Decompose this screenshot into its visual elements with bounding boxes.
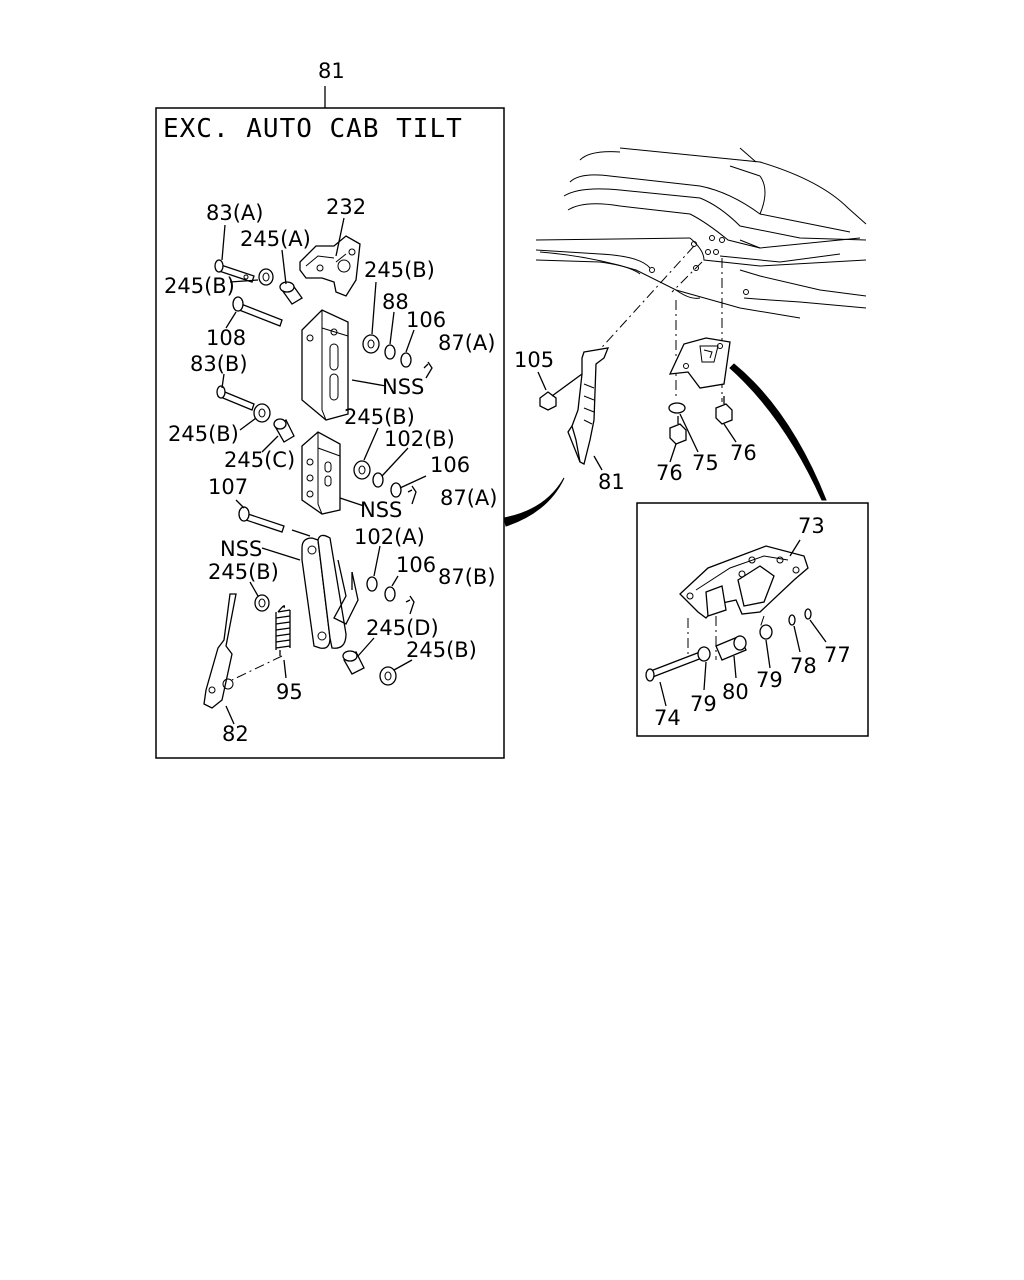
label-74: 74 <box>654 706 681 730</box>
part-79-bush-1 <box>697 646 711 662</box>
part-83a-pin <box>214 259 255 283</box>
part-79-bush-2 <box>759 624 773 640</box>
part-88-washer <box>384 344 396 360</box>
label-245b-5: 245(B) <box>208 560 279 584</box>
part-87a-cotter-1 <box>423 361 433 379</box>
label-81-top: 81 <box>318 59 345 83</box>
label-88: 88 <box>382 290 409 314</box>
label-245b-1: 245(B) <box>364 258 435 282</box>
part-245c-bush <box>273 418 295 443</box>
label-245b-4: 245(B) <box>168 422 239 446</box>
part-82-lever <box>203 593 237 709</box>
part-83b-pin <box>216 385 255 411</box>
label-245d: 245(D) <box>366 616 439 640</box>
label-78: 78 <box>790 654 817 678</box>
label-87a-1: 87(A) <box>438 331 495 355</box>
part-76-bolt-1 <box>669 416 687 445</box>
label-nss-2: NSS <box>360 498 402 522</box>
label-105: 105 <box>514 348 554 372</box>
part-87a-cotter-2 <box>407 485 417 505</box>
part-245b-bush-2 <box>362 334 380 354</box>
label-73: 73 <box>798 514 825 538</box>
part-108-pin <box>232 296 283 327</box>
label-107: 107 <box>208 475 248 499</box>
callout-curve-73 <box>729 363 827 501</box>
part-245d-bush <box>342 650 365 675</box>
label-232: 232 <box>326 195 366 219</box>
part-80-sleeve <box>715 635 747 661</box>
label-79-2: 79 <box>690 692 717 716</box>
label-87a-2: 87(A) <box>440 486 497 510</box>
label-77: 77 <box>824 643 851 667</box>
part-nss-lower-bracket <box>301 431 341 515</box>
label-83a: 83(A) <box>206 201 263 225</box>
label-75: 75 <box>692 451 719 475</box>
label-108: 108 <box>206 326 246 350</box>
part-nss-upper-bracket <box>301 309 349 421</box>
part-77-ring <box>804 608 812 620</box>
part-102a-washer <box>366 576 378 592</box>
part-245a-bush <box>279 281 303 305</box>
part-106-washer-2 <box>390 482 402 498</box>
part-78-washer <box>788 614 796 626</box>
part-76-bolt-2 <box>715 396 733 425</box>
part-106-washer-1 <box>400 352 412 368</box>
label-95: 95 <box>276 680 303 704</box>
detail-box-73 <box>636 502 869 737</box>
part-106-washer-3 <box>384 586 396 602</box>
label-81-side: 81 <box>598 470 625 494</box>
label-83b: 83(B) <box>190 352 248 376</box>
box-title: EXC. AUTO CAB TILT <box>163 114 463 144</box>
part-245b-bush-6 <box>379 666 397 686</box>
label-102b: 102(B) <box>384 427 455 451</box>
part-81-lever-rod <box>567 347 610 465</box>
label-76-1: 76 <box>656 461 683 485</box>
part-102b-washer <box>372 472 384 488</box>
label-106-2: 106 <box>430 453 470 477</box>
label-82: 82 <box>222 722 249 746</box>
label-106-1: 106 <box>406 308 446 332</box>
label-245b-2: 245(B) <box>164 274 235 298</box>
label-245a: 245(A) <box>240 227 311 251</box>
detail-box-exc-auto-cab-tilt <box>155 107 505 759</box>
part-95-spring <box>275 605 291 656</box>
label-79-1: 79 <box>756 668 783 692</box>
part-75-washer <box>668 402 686 414</box>
part-245b-bush-1 <box>258 268 274 286</box>
part-107-pin <box>238 506 285 533</box>
part-nss-link-plate <box>301 534 359 649</box>
part-105-bolt <box>539 373 583 411</box>
part-245b-bush-5 <box>254 594 270 612</box>
label-245b-3: 245(B) <box>344 405 415 429</box>
label-87b: 87(B) <box>438 565 496 589</box>
label-80: 80 <box>722 680 749 704</box>
part-cab-bracket <box>668 337 731 389</box>
callout-curve-81 <box>503 477 565 527</box>
label-102a: 102(A) <box>354 525 425 549</box>
part-73-bracket <box>679 545 809 619</box>
label-245c: 245(C) <box>224 448 295 472</box>
part-87b-cotter <box>405 595 415 615</box>
label-nss-3: NSS <box>220 537 262 561</box>
label-245b-6: 245(B) <box>406 638 477 662</box>
part-74-pin <box>645 651 703 682</box>
part-232-bracket <box>299 235 361 297</box>
part-245b-bush-3 <box>253 403 271 423</box>
label-76-2: 76 <box>730 441 757 465</box>
cab-floor-outline <box>535 147 867 319</box>
part-245b-bush-4 <box>353 460 371 480</box>
label-nss-1: NSS <box>382 375 424 399</box>
label-106-3: 106 <box>396 553 436 577</box>
